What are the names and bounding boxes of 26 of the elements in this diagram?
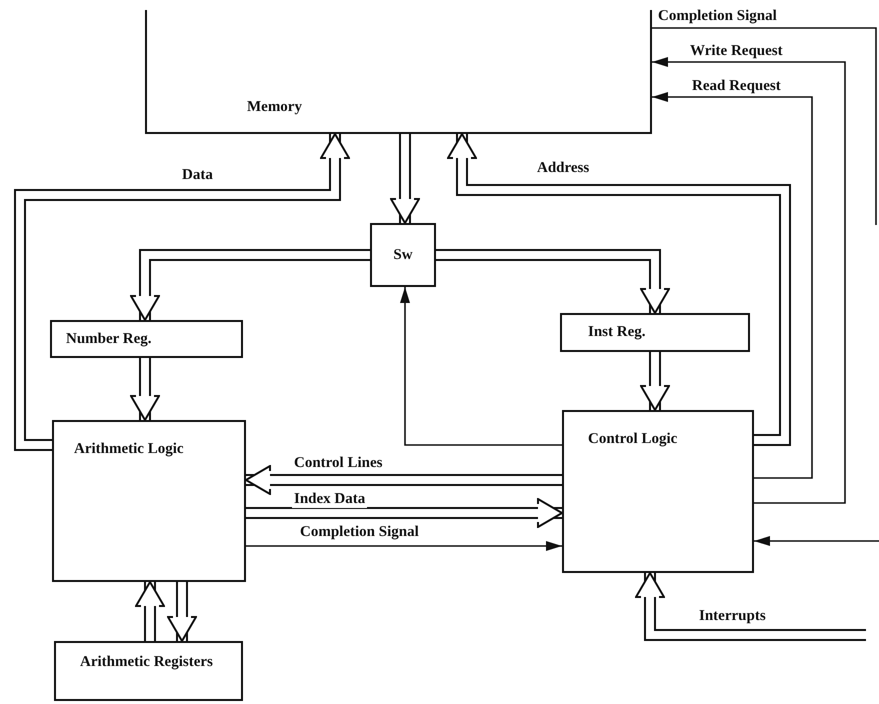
edge-label: Read Request [690,78,783,94]
block-label: Memory [247,98,302,117]
edge-label: Completion Signal [656,8,779,24]
edge-label: Interrupts [697,608,768,624]
block-box [560,313,750,352]
block-box [52,420,246,582]
block-label: Arithmetic Logic [74,440,184,459]
block-box [562,410,754,573]
block-label: Arithmetic Registers [80,653,213,672]
edge-label: Completion Signal [298,524,421,540]
block-box [50,320,243,358]
block-label: Control Logic [588,430,678,449]
arrow [754,536,879,546]
block-label: Inst Reg. [588,323,646,342]
arrow [246,541,562,551]
arrow [652,57,846,504]
arrow [400,287,562,446]
edge-label: Index Data [292,491,368,508]
block-label: Number Reg. [66,330,152,348]
block-box [370,223,436,287]
block-box [54,641,243,701]
block-box [145,10,652,134]
block-label: Sw [393,246,413,264]
arrow [652,92,813,479]
signal-line [652,27,877,225]
edge-label: Write Request [688,43,785,60]
